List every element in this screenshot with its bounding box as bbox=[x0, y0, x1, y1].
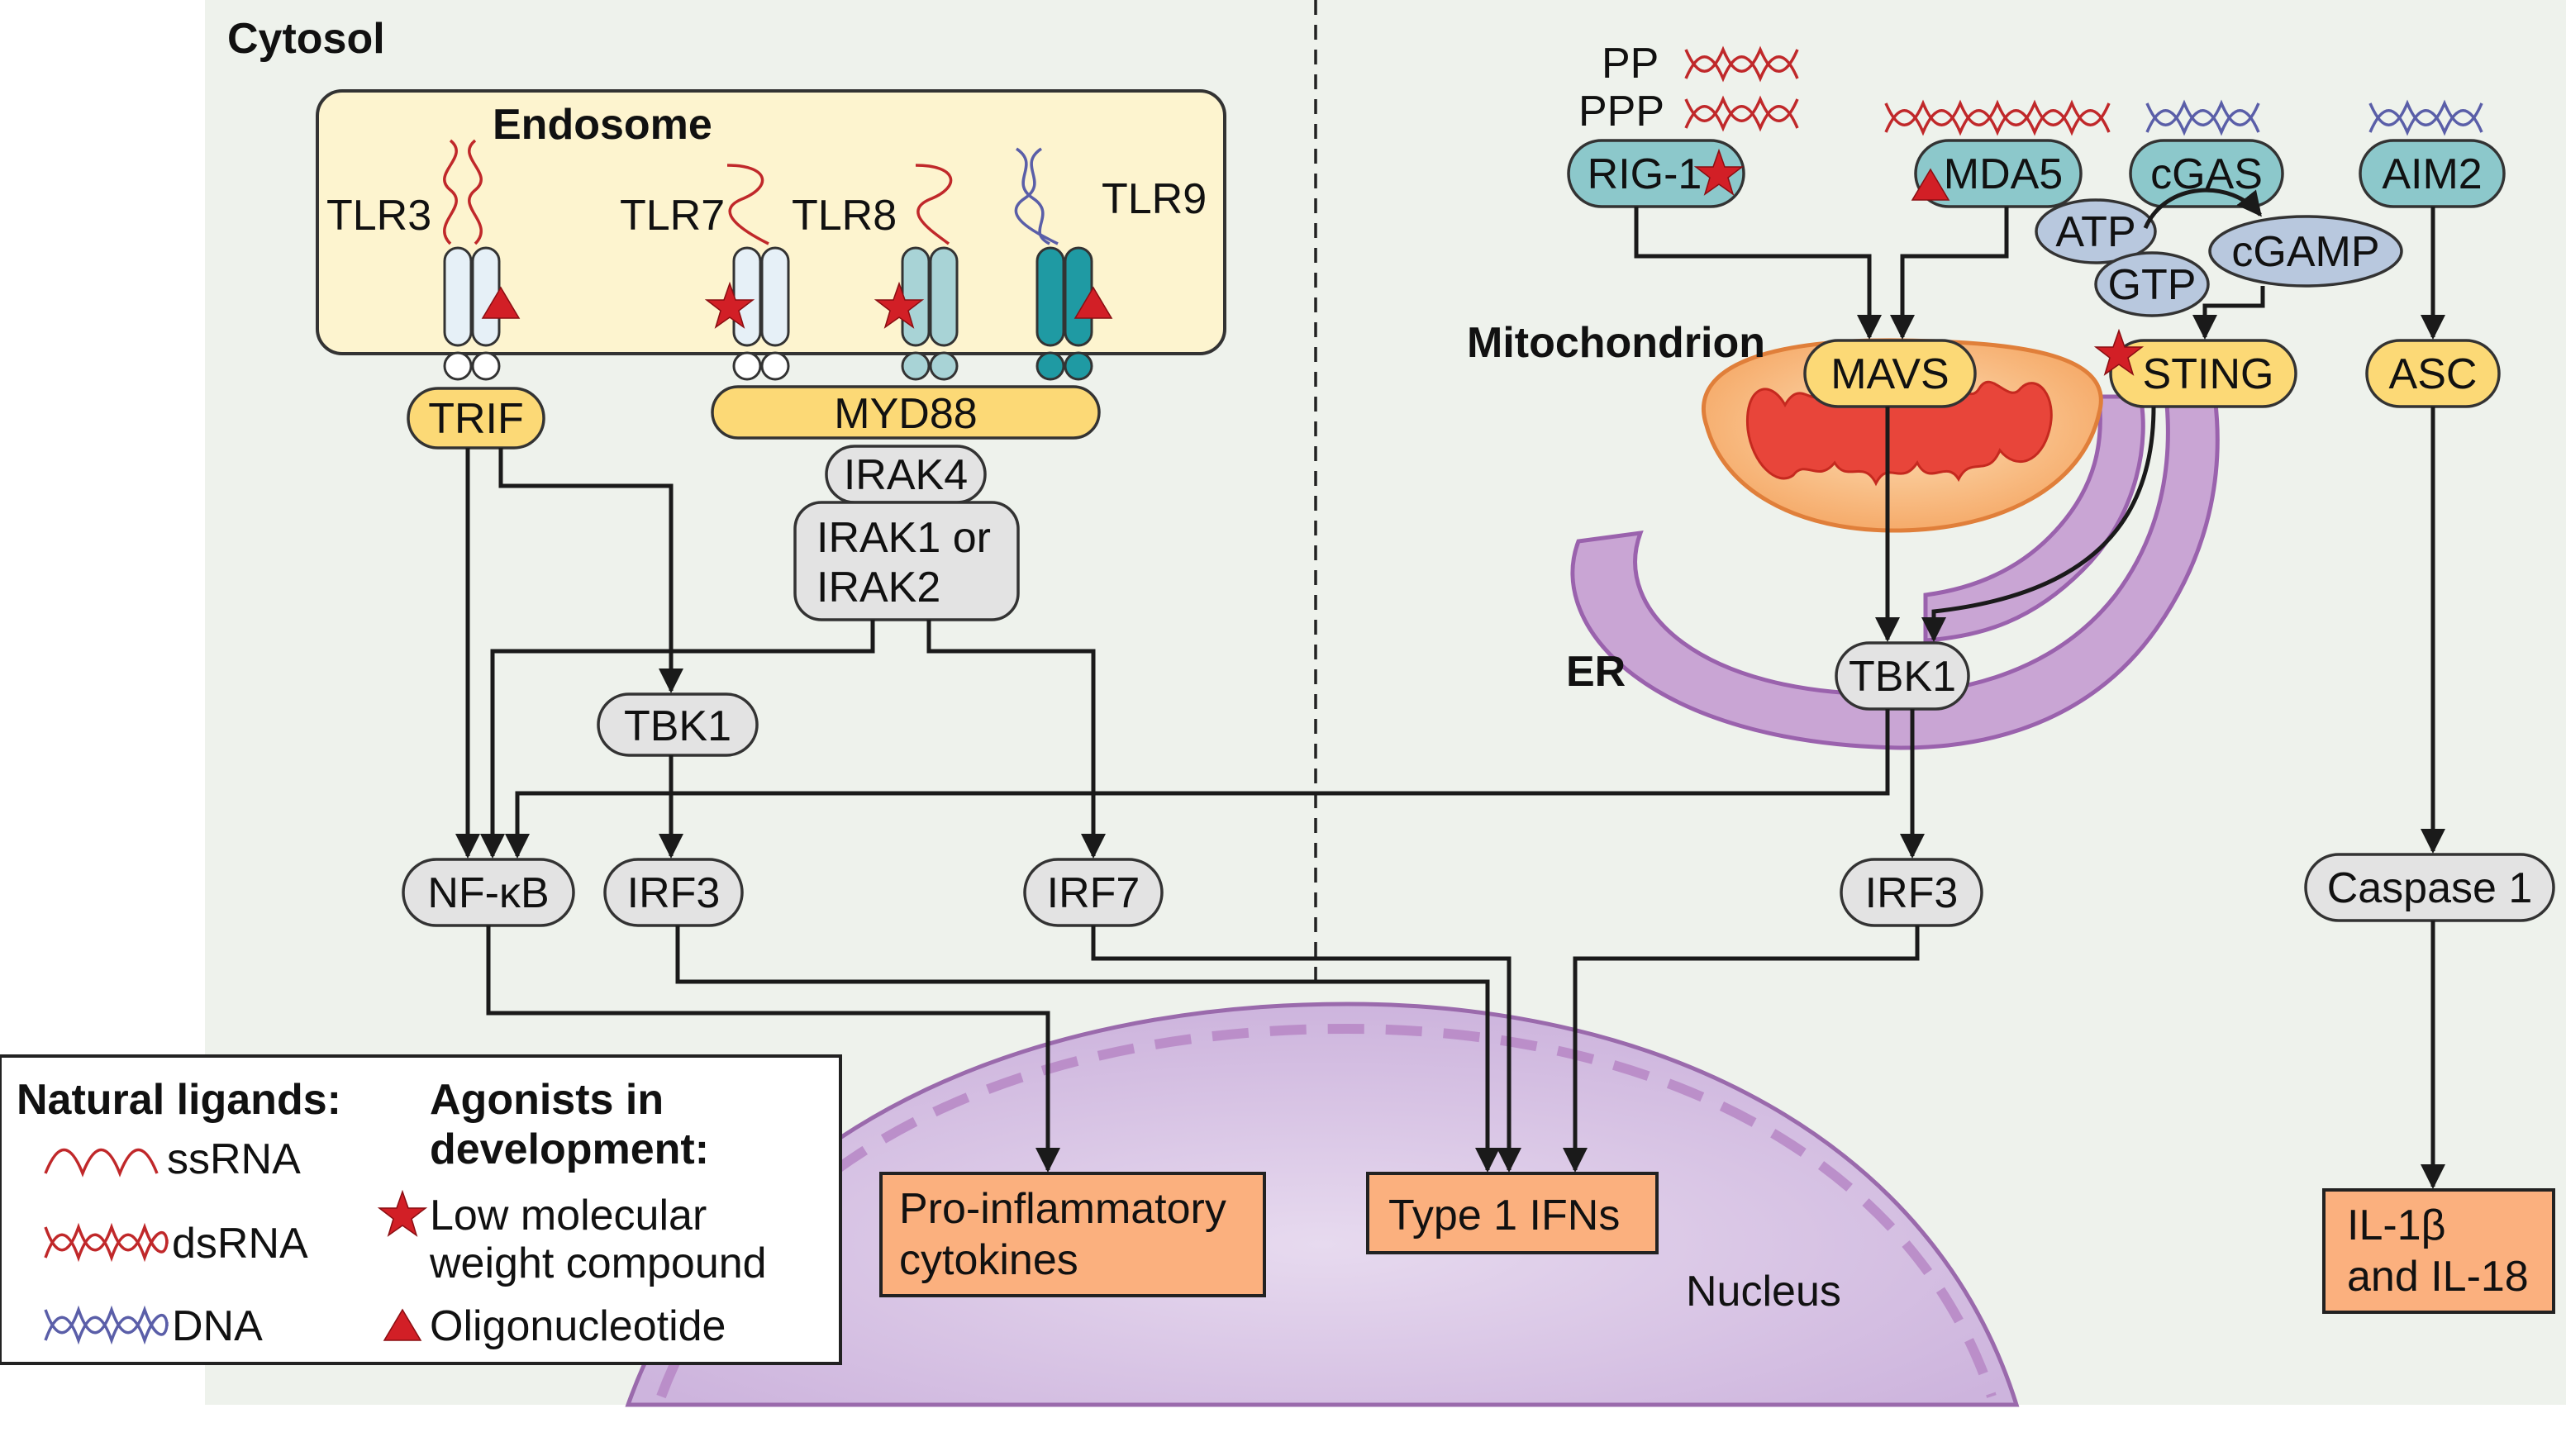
aim2-node: AIM2 bbox=[2359, 139, 2506, 208]
mda5-dsrna bbox=[1884, 99, 2111, 136]
tlr8-receptor: TLR8 bbox=[792, 164, 959, 381]
endosome-label: Endosome bbox=[493, 101, 712, 149]
tbk1-right-node: TBK1 bbox=[1835, 641, 1970, 711]
tbk1-left-node: TBK1 bbox=[597, 692, 759, 757]
svg-text:GTP: GTP bbox=[2108, 261, 2197, 309]
tlr9-receptor: TLR9 bbox=[1014, 147, 1207, 381]
irak4-node: IRAK4 bbox=[825, 445, 987, 504]
mavs-node: MAVS bbox=[1803, 339, 1977, 408]
legend-ssrna-label: ssRNA bbox=[167, 1135, 301, 1183]
svg-text:and IL-18: and IL-18 bbox=[2347, 1253, 2529, 1301]
svg-text:IRF3: IRF3 bbox=[1865, 869, 1959, 917]
legend-dsrna-label: dsRNA bbox=[172, 1220, 308, 1268]
cgas-dna bbox=[2145, 99, 2260, 136]
ligand-ppp: PPP bbox=[1578, 88, 1799, 136]
svg-text:TBK1: TBK1 bbox=[1849, 653, 1956, 701]
tlr8-label: TLR8 bbox=[792, 192, 897, 240]
endosome: Endosome bbox=[316, 89, 1226, 355]
trif-node: TRIF bbox=[407, 387, 545, 450]
legend-dna-swatch bbox=[44, 1305, 169, 1345]
legend-oligo-label: Oligonucleotide bbox=[430, 1302, 726, 1350]
legend-agonist-title-2: development: bbox=[430, 1125, 709, 1173]
legend-ssrna-swatch bbox=[44, 1148, 159, 1178]
caspase1-node: Caspase 1 bbox=[2304, 853, 2555, 922]
svg-text:MDA5: MDA5 bbox=[1944, 150, 2063, 198]
svg-text:AIM2: AIM2 bbox=[2382, 150, 2482, 198]
svg-text:Pro-inflammatory: Pro-inflammatory bbox=[899, 1185, 1226, 1233]
svg-text:ASC: ASC bbox=[2389, 350, 2478, 398]
svg-text:IRF7: IRF7 bbox=[1047, 869, 1140, 917]
cgas-node: cGAS bbox=[2129, 139, 2284, 208]
gtp-node: GTP bbox=[2094, 251, 2210, 317]
svg-text:MYD88: MYD88 bbox=[834, 390, 977, 438]
svg-text:IRF3: IRF3 bbox=[627, 869, 721, 917]
svg-text:cytokines: cytokines bbox=[899, 1236, 1078, 1284]
svg-text:IRAK4: IRAK4 bbox=[844, 451, 968, 499]
rig1-node: RIG-1 bbox=[1567, 139, 1745, 208]
svg-text:TBK1: TBK1 bbox=[624, 702, 731, 750]
nucleus-label: Nucleus bbox=[1686, 1268, 1841, 1316]
legend-triangle-icon bbox=[383, 1308, 422, 1341]
legend-lmw-line1: Low molecular bbox=[430, 1192, 707, 1240]
legend-lmw-line2: weight compound bbox=[429, 1240, 767, 1287]
svg-text:PP: PP bbox=[1602, 40, 1659, 88]
type1-ifns-box: Type 1 IFNs bbox=[1366, 1172, 1659, 1254]
svg-text:NF-κB: NF-κB bbox=[427, 869, 549, 917]
svg-text:STING: STING bbox=[2143, 350, 2274, 398]
mda5-node: MDA5 bbox=[1911, 139, 2083, 208]
sting-node: STING bbox=[2093, 328, 2297, 408]
atp-node: ATP bbox=[2035, 198, 2157, 264]
svg-text:IL-1β: IL-1β bbox=[2347, 1201, 2446, 1249]
tlr3-receptor: TLR3 bbox=[326, 139, 521, 381]
pro-inflammatory-cytokines-box: Pro-inflammatory cytokines bbox=[879, 1172, 1266, 1297]
legend-agonist-title-1: Agonists in bbox=[430, 1076, 664, 1124]
irf3-left-node: IRF3 bbox=[603, 858, 744, 927]
cytosol-label: Cytosol bbox=[227, 15, 385, 63]
svg-text:IRAK2: IRAK2 bbox=[816, 564, 940, 611]
tlr7-label: TLR7 bbox=[620, 192, 725, 240]
tlr3-label: TLR3 bbox=[326, 192, 431, 240]
svg-text:TRIF: TRIF bbox=[428, 395, 524, 443]
irak1-or-irak2-node: IRAK1 or IRAK2 bbox=[793, 501, 1020, 621]
legend: Natural ligands: ssRNA dsRNA DNA Agonist… bbox=[0, 1054, 842, 1365]
nfkb-node: NF-κB bbox=[402, 858, 575, 927]
svg-text:MAVS: MAVS bbox=[1830, 350, 1949, 398]
svg-text:Caspase 1: Caspase 1 bbox=[2327, 864, 2533, 912]
ligand-pp: PP bbox=[1602, 40, 1799, 88]
tlr9-label: TLR9 bbox=[1102, 175, 1207, 223]
legend-star-icon bbox=[377, 1189, 428, 1237]
irf7-node: IRF7 bbox=[1023, 858, 1164, 927]
legend-natural-title: Natural ligands: bbox=[17, 1076, 341, 1124]
svg-text:ATP: ATP bbox=[2055, 208, 2135, 256]
svg-text:Type 1 IFNs: Type 1 IFNs bbox=[1388, 1192, 1620, 1240]
mitochondrion-label: Mitochondrion bbox=[1467, 319, 1765, 367]
cgamp-node: cGAMP bbox=[2208, 215, 2403, 288]
er-label: ER bbox=[1566, 648, 1626, 696]
myd88-node: MYD88 bbox=[711, 385, 1101, 440]
il1b-il18-box: IL-1β and IL-18 bbox=[2322, 1188, 2555, 1314]
svg-text:RIG-1: RIG-1 bbox=[1588, 150, 1702, 198]
asc-node: ASC bbox=[2365, 339, 2501, 408]
svg-text:PPP: PPP bbox=[1578, 88, 1664, 136]
irf3-right-node: IRF3 bbox=[1840, 858, 1983, 927]
mitochondrion: Mitochondrion bbox=[1467, 319, 2103, 533]
svg-text:cGAMP: cGAMP bbox=[2231, 228, 2379, 276]
svg-text:IRAK1 or: IRAK1 or bbox=[816, 514, 991, 562]
signaling-arrows bbox=[455, 188, 2445, 1189]
legend-dsrna-swatch bbox=[44, 1222, 169, 1263]
aim2-dna bbox=[2368, 99, 2483, 136]
legend-dna-label: DNA bbox=[172, 1302, 263, 1350]
tlr7-receptor: TLR7 bbox=[620, 164, 790, 381]
